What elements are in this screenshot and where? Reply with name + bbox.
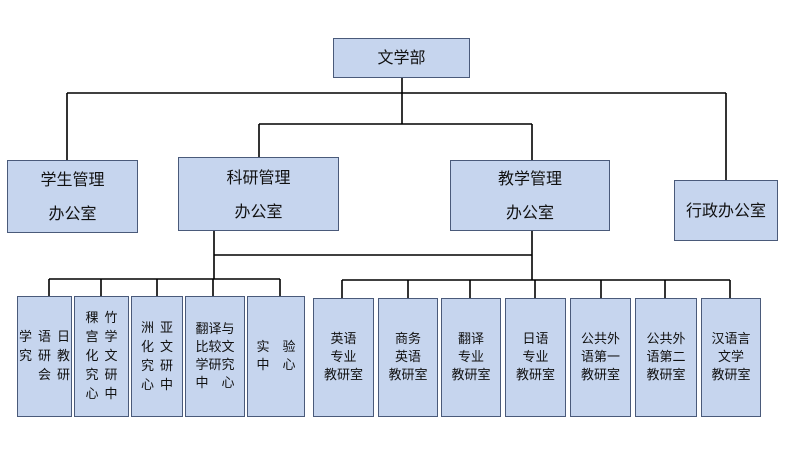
root-label: 文学部 [377,48,426,67]
vertical-char: 语 [37,330,51,345]
research-unit-lab: 实 验 中 心 [247,296,305,417]
vertical-char: 中 [160,377,174,393]
text-column: 日教研 [57,328,70,385]
vertical-char: 化 [85,349,99,364]
teaching-unit-public-foreign-2: 公共外 语第二 教研室 [635,298,697,417]
unit-label: 实 验 中 心 [256,339,296,373]
vertical-char: 洲 [140,320,154,336]
vertical-char: 研 [57,368,71,383]
vertical-text: 日教研 语研会 学究 [18,328,71,385]
vertical-text: 竹学文研中 稞宫化究心 [75,309,128,404]
text-column: 洲化究心 [141,319,154,395]
teaching-unit-japanese: 日语 专业 教研室 [505,298,566,417]
text-column: 学究 [19,328,32,385]
root-node: 文学部 [333,38,470,78]
dept-teaching-office: 教学管理 办公室 [450,160,610,231]
unit-label: 英语 专业 教研室 [323,331,363,383]
unit-label: 翻译与 比较文 学研究 中 心 [195,321,235,391]
research-unit-japanese: 日教研 语研会 学究 [17,296,72,417]
vertical-char: 文 [160,339,174,355]
vertical-char: 文 [104,349,118,364]
unit-label: 汉语言 文学 教研室 [711,331,751,383]
vertical-char: 究 [85,368,99,383]
vertical-char: 会 [37,368,51,383]
text-column: 稞宫化究心 [85,309,98,404]
dept-label: 行政办公室 [685,200,766,220]
text-column: 亚文研中 [160,319,173,395]
text-column: 语研会 [38,328,51,385]
unit-label: 公共外 语第一 教研室 [580,331,620,383]
dept-admin-office: 行政办公室 [674,180,778,241]
vertical-char: 教 [57,349,71,364]
teaching-unit-english: 英语 专业 教研室 [313,298,374,417]
vertical-char: 研 [160,358,174,374]
vertical-char: 究 [140,358,154,374]
dept-label: 教学管理 办公室 [497,169,562,222]
vertical-char: 竹 [104,311,118,326]
vertical-char: 学 [104,330,118,345]
vertical-char: 研 [104,368,118,383]
vertical-char: 究 [18,349,32,364]
research-unit-translation: 翻译与 比较文 学研究 中 心 [185,296,245,417]
teaching-unit-public-foreign-1: 公共外 语第一 教研室 [570,298,631,417]
vertical-char: 稞 [85,311,99,326]
vertical-char: 心 [140,377,154,393]
dept-label: 学生管理 办公室 [40,170,105,223]
unit-label: 翻译 专业 教研室 [451,331,491,383]
research-unit-bamboo-culture: 竹学文研中 稞宫化究心 [74,296,129,417]
vertical-char: 研 [37,349,51,364]
vertical-char: 心 [85,387,99,402]
dept-label: 科研管理 办公室 [226,167,291,221]
vertical-char: 学 [18,330,32,345]
teaching-unit-translation: 翻译 专业 教研室 [441,298,501,417]
research-unit-asia-culture: 亚文研中 洲化究心 [131,296,183,417]
text-column: 竹学文研中 [105,309,118,404]
unit-label: 商务 英语 教研室 [388,331,428,383]
teaching-unit-business-english: 商务 英语 教研室 [378,298,438,417]
teaching-unit-chinese-literature: 汉语言 文学 教研室 [701,298,761,417]
dept-student-office: 学生管理 办公室 [7,160,138,233]
unit-label: 公共外 语第二 教研室 [646,331,686,383]
vertical-char: 宫 [85,330,99,345]
dept-research-office: 科研管理 办公室 [178,157,339,231]
vertical-char: 亚 [160,320,174,336]
unit-label: 日语 专业 教研室 [515,331,555,383]
vertical-char: 化 [140,339,154,355]
vertical-char: 中 [104,387,118,402]
vertical-char: 日 [57,330,71,345]
vertical-text: 亚文研中 洲化究心 [132,319,182,395]
